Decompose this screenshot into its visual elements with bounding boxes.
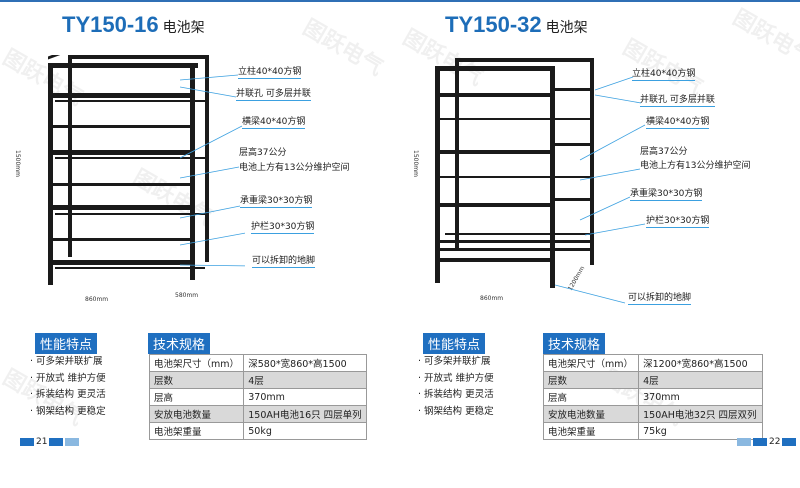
- feature-item: · 可多架并联扩展: [30, 356, 103, 367]
- feature-item: · 可多架并联扩展: [418, 356, 491, 367]
- label-column: 立柱40*40方钢: [238, 64, 302, 79]
- width-dimension: 860mm: [85, 296, 109, 303]
- watermark: 图跃电气: [728, 5, 800, 71]
- label-crossbeam: 横梁40*40方钢: [646, 114, 710, 129]
- feature-item: · 开放式 维护方便: [418, 372, 494, 384]
- leader-lines: [180, 74, 245, 267]
- feature-item: · 钢架结构 更稳定: [30, 405, 106, 417]
- label-removable-feet: 可以拆卸的地脚: [628, 290, 692, 305]
- height-dimension: 1500mm: [13, 150, 21, 177]
- label-parallel-hole: 并联孔 可多层并联: [640, 92, 715, 107]
- feature-item: · 钢架结构 更稳定: [418, 405, 494, 417]
- features-list: · 可多架并联扩展 · 开放式 维护方便 · 拆装结构 更灵活 · 钢架结构 更…: [418, 354, 494, 420]
- top-bar: [0, 0, 800, 2]
- watermark: 图跃电气: [298, 15, 388, 81]
- page-number: 22: [737, 437, 797, 447]
- width-dimension: 860mm: [480, 295, 504, 302]
- label-maintenance-space: 电池上方有13公分维护空间: [239, 163, 350, 173]
- feature-item: · 拆装结构 更灵活: [418, 389, 494, 400]
- specs-heading: 技术规格: [148, 333, 211, 354]
- label-layer-height: 层高37公分: [239, 148, 287, 158]
- battery-rack-image: [435, 58, 594, 288]
- label-guardrail: 护栏30*30方钢: [646, 213, 710, 228]
- label-maintenance-space: 电池上方有13公分维护空间: [640, 161, 751, 171]
- height-dimension: 1500mm: [411, 150, 419, 177]
- features-list: · 可多架并联扩展 · 开放式 维护方便 · 拆装结构 更灵活 · 钢架结构 更…: [30, 354, 106, 420]
- leader-lines: [555, 76, 646, 304]
- label-removable-feet: 可以拆卸的地脚: [252, 253, 316, 268]
- specs-heading: 技术规格: [543, 333, 606, 354]
- page-number: 21: [20, 437, 80, 447]
- label-guardrail: 护栏30*30方钢: [251, 219, 315, 234]
- features-heading: 性能特点: [423, 333, 486, 354]
- feature-item: · 开放式 维护方便: [30, 372, 106, 384]
- table-row: 电池架尺寸（mm）深1200*宽860*高1500: [542, 354, 763, 372]
- label-column: 立柱40*40方钢: [632, 66, 696, 81]
- feature-item: · 拆装结构 更灵活: [30, 389, 106, 400]
- label-parallel-hole: 并联孔 可多层并联: [236, 86, 311, 101]
- table-row: 电池架尺寸（mm）深580*宽860*高1500: [148, 354, 367, 372]
- label-load-beam: 承重梁30*30方钢: [630, 186, 703, 201]
- label-crossbeam: 横梁40*40方钢: [242, 114, 306, 129]
- features-heading: 性能特点: [35, 333, 98, 354]
- depth-dimension: 580mm: [175, 292, 199, 299]
- battery-rack-image: [48, 55, 209, 285]
- label-load-beam: 承重梁30*30方钢: [240, 193, 313, 208]
- label-layer-height: 层高37公分: [640, 147, 688, 157]
